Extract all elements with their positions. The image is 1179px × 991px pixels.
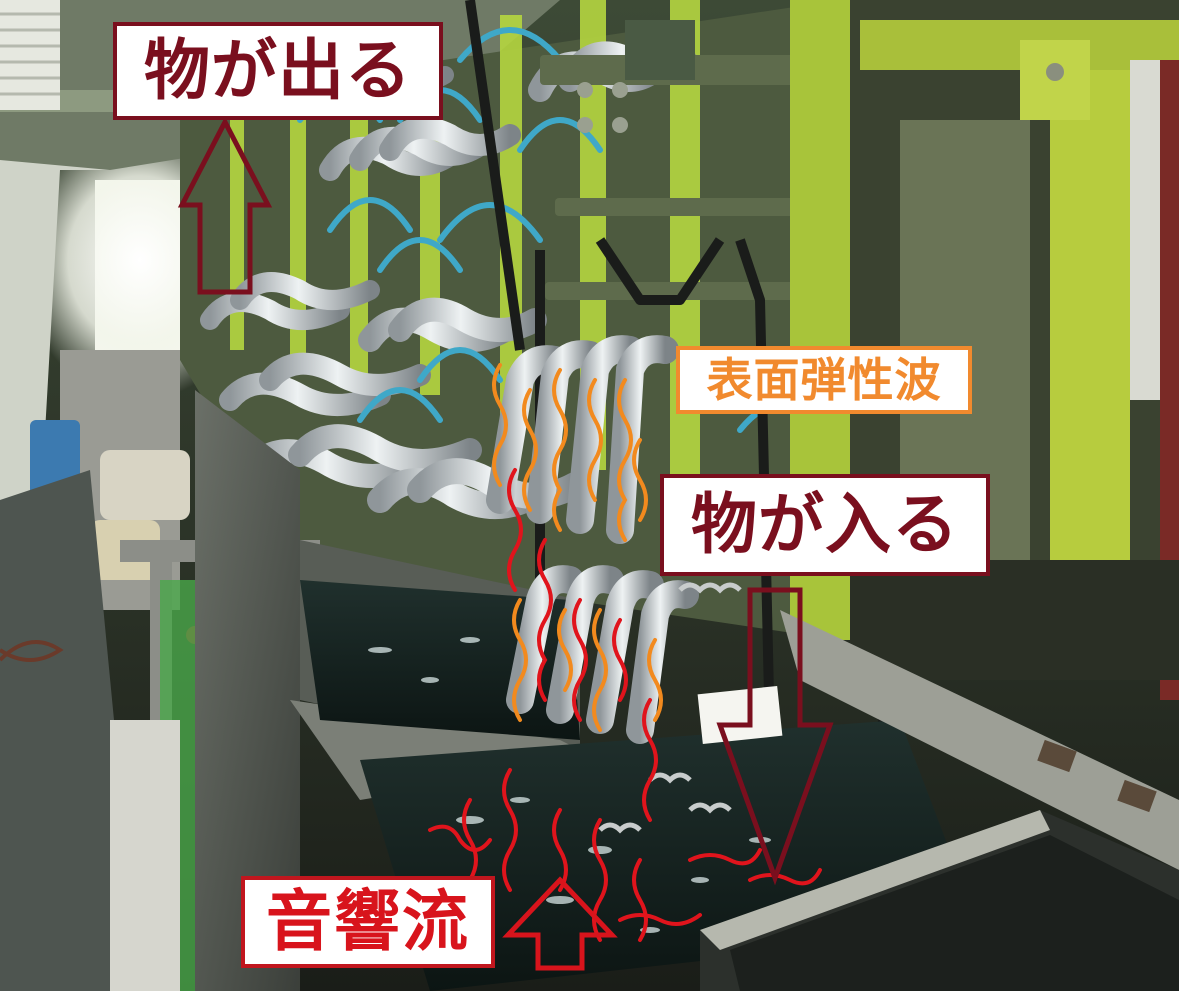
ceiling-vent — [0, 0, 60, 110]
stream-up-arrow-outline-icon — [502, 876, 618, 971]
surface-wave-label: 表面弾性波 — [676, 346, 972, 414]
paper-tag — [697, 685, 783, 745]
down-arrow-outline-icon — [716, 587, 834, 886]
floor-cable — [0, 640, 64, 662]
tank-clip-1 — [1037, 739, 1077, 773]
surface-wave-lines — [492, 363, 663, 732]
floor — [0, 470, 140, 991]
surface-wave-text: 表面弾性波 — [706, 353, 942, 407]
front-tank-inner — [730, 835, 1179, 991]
front-tank-edge — [700, 810, 1050, 950]
immersed-springs — [598, 582, 742, 834]
right-frame-beam — [860, 20, 1179, 70]
right-lower-beam — [850, 560, 1179, 680]
up-arrow-outline-icon — [177, 116, 273, 295]
rack-crossbars — [540, 20, 875, 300]
acoustic-stream-text: 音響流 — [266, 883, 470, 960]
acoustic-stream-lines — [428, 468, 822, 942]
front-tank-rim — [780, 610, 1179, 870]
vent-slats — [0, 12, 60, 96]
right-bolt — [1046, 63, 1064, 81]
rack-bolts — [577, 82, 628, 133]
white-panel — [110, 720, 180, 991]
tank-clip-2 — [1117, 779, 1157, 813]
objects-out-text: 物が出る — [144, 32, 412, 109]
objects-out-label: 物が出る — [113, 22, 443, 120]
objects-in-label: 物が入る — [660, 474, 990, 576]
tank-side-wall — [195, 390, 300, 991]
objects-in-text: 物が入る — [691, 486, 959, 563]
acoustic-stream-label: 音響流 — [241, 876, 495, 968]
right-edge-post — [1160, 60, 1179, 700]
